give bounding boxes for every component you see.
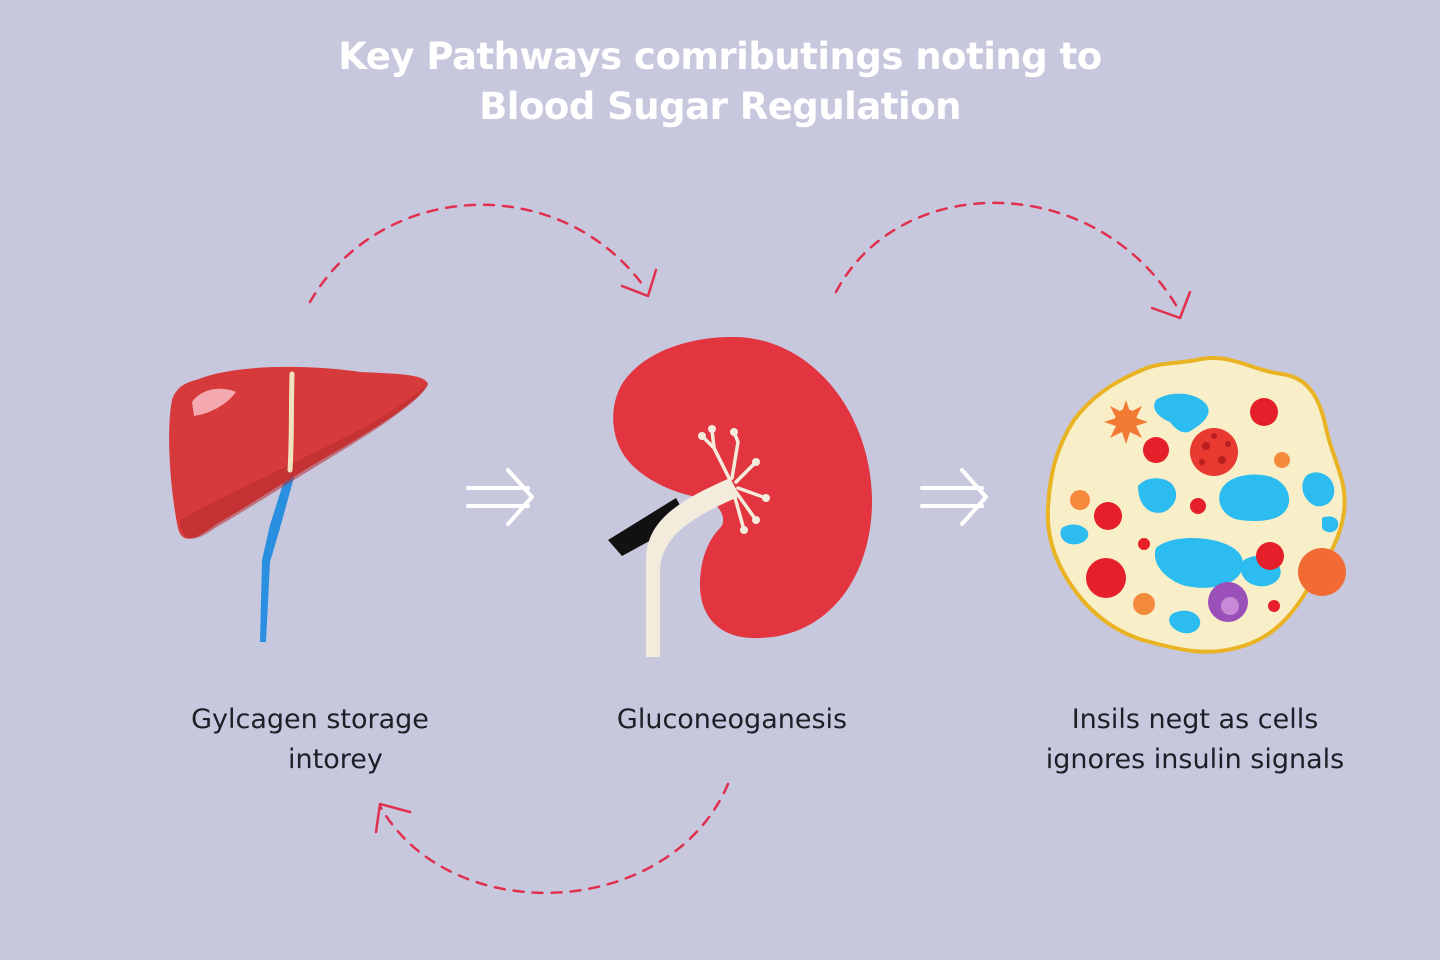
cell-icon xyxy=(1045,356,1347,654)
ureter xyxy=(646,478,740,657)
liver-shadow xyxy=(180,384,428,539)
cell-organelles-blue xyxy=(1060,393,1339,634)
cycle-arrow-kidney-to-cell xyxy=(834,201,1182,314)
label-liver-line-2: intorey xyxy=(288,744,383,775)
kidney-icon xyxy=(608,336,873,657)
cycle-arrow-kidney-back-to-liver xyxy=(378,782,730,895)
arrowhead-icon xyxy=(1150,290,1192,320)
liver-highlight xyxy=(192,388,236,416)
page-title: Key Pathways comributings noting to Bloo… xyxy=(0,32,1440,132)
cycle-arrows xyxy=(308,201,1182,895)
title-line-2: Blood Sugar Regulation xyxy=(479,85,961,128)
arrowhead-icon xyxy=(620,268,658,298)
label-insulin-resistance: Insils negt as cells ignores insulin sig… xyxy=(1020,700,1370,780)
cell-organelles-red xyxy=(1086,398,1284,612)
kidney-body xyxy=(613,336,873,639)
label-liver-line-1: Gylcagen storage xyxy=(191,704,429,735)
arrowhead-icon xyxy=(374,802,412,834)
label-glycogen-storage: Gylcagen storage intorey xyxy=(160,700,460,780)
cell-spiky-organelle xyxy=(1104,400,1148,444)
liver-icon xyxy=(169,366,428,642)
cell-vesicle-purple xyxy=(1208,582,1248,622)
label-cell-line-2: ignores insulin signals xyxy=(1045,744,1345,775)
cycle-arrow-heads xyxy=(374,268,1192,834)
cell-organelles-orange xyxy=(1070,452,1346,615)
portal-vein xyxy=(260,468,296,642)
label-gluconeogenesis: Gluconeoganesis xyxy=(582,700,882,740)
cycle-arrow-liver-to-kidney xyxy=(308,203,647,304)
label-kidney-line-1: Gluconeoganesis xyxy=(616,704,848,735)
cell-nucleus xyxy=(1190,428,1238,476)
double-arrow-icon xyxy=(466,468,534,526)
falciform-ligament xyxy=(287,371,295,473)
title-line-1: Key Pathways comributings noting to xyxy=(338,35,1102,78)
renal-vessel xyxy=(608,498,688,556)
label-cell-line-1: Insils negt as cells xyxy=(1071,704,1319,735)
pelvis-tips xyxy=(698,425,770,534)
double-arrow-icon xyxy=(920,468,988,526)
